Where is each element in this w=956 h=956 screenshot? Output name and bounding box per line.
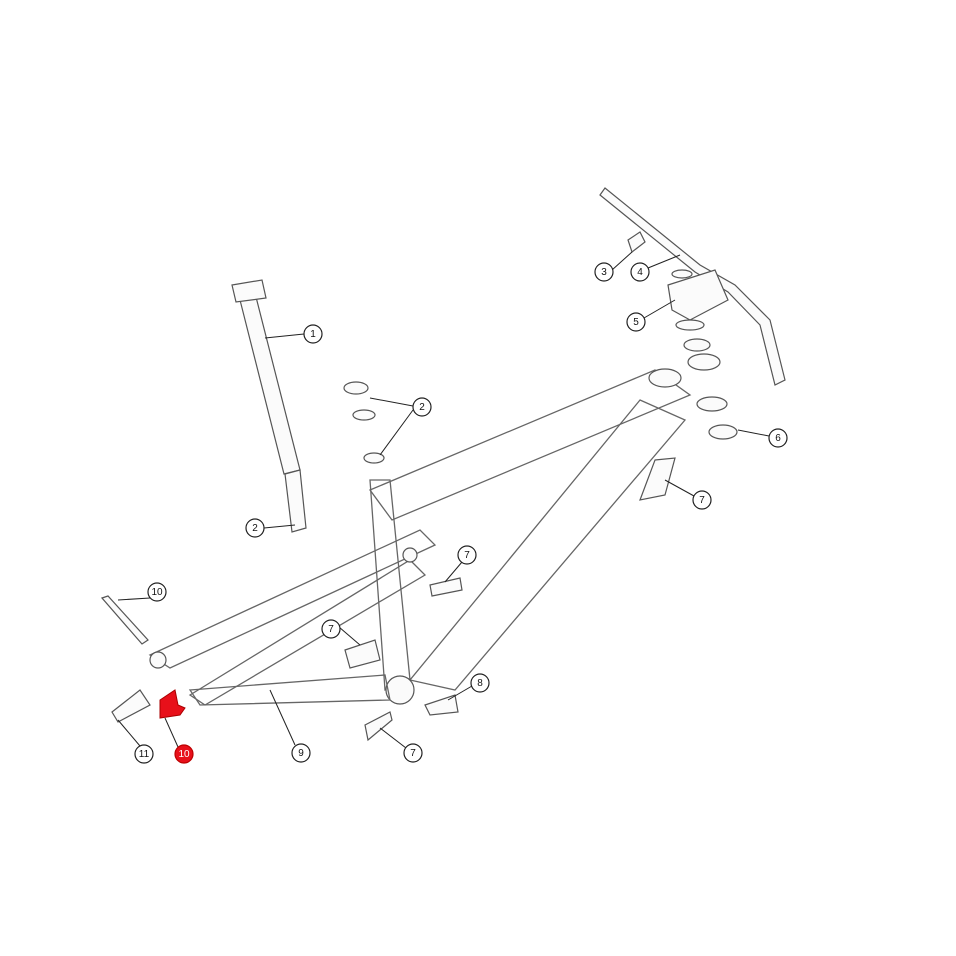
headset-spacer <box>683 338 711 352</box>
dropout-pivot <box>149 651 167 669</box>
seat-stay-2 <box>188 559 427 706</box>
callout-label: 8 <box>477 678 483 689</box>
callout-10[interactable]: 10 <box>174 744 194 764</box>
callout-label: 3 <box>601 267 607 278</box>
callout-circle <box>768 428 788 448</box>
stem-bolt <box>627 231 646 253</box>
callout-2[interactable]: 2 <box>412 397 432 417</box>
saddle-clamp <box>231 279 267 303</box>
cable-guide <box>429 577 463 597</box>
headset-cup <box>708 424 738 440</box>
callout-4[interactable]: 4 <box>630 262 650 282</box>
callout-9[interactable]: 9 <box>291 743 311 763</box>
headset-spacer <box>675 319 705 331</box>
cable-guide <box>639 457 676 501</box>
seatpost-lower <box>284 469 307 533</box>
callout-label: 2 <box>252 523 258 534</box>
callout-2[interactable]: 2 <box>245 518 265 538</box>
callout-label: 10 <box>151 587 163 598</box>
callout-circle <box>303 324 323 344</box>
callout-7[interactable]: 7 <box>692 490 712 510</box>
callout-6[interactable]: 6 <box>768 428 788 448</box>
callout-circle <box>134 744 154 764</box>
callout-label: 5 <box>633 317 639 328</box>
cable-guide <box>344 639 381 669</box>
dropout-part[interactable] <box>111 689 151 723</box>
callout-label: 10 <box>178 749 190 760</box>
shock-pivot <box>402 547 418 563</box>
callout-circle <box>692 490 712 510</box>
callout-label: 7 <box>464 550 470 561</box>
seat-ring <box>343 381 369 395</box>
headset-bearing <box>696 396 728 412</box>
callout-10[interactable]: 10 <box>147 582 167 602</box>
callout-5[interactable]: 5 <box>626 312 646 332</box>
callout-label: 7 <box>328 624 334 635</box>
callout-circle <box>245 518 265 538</box>
callout-circle <box>321 619 341 639</box>
stem-cap <box>671 269 693 279</box>
callout-label: 7 <box>410 748 416 759</box>
head-tube-top <box>648 368 682 388</box>
callout-circle <box>457 545 477 565</box>
callout-label: 7 <box>699 495 705 506</box>
callout-label: 1 <box>310 329 316 340</box>
callout-8[interactable]: 8 <box>470 673 490 693</box>
chain-guide-mount <box>424 694 459 716</box>
callout-label: 2 <box>419 402 425 413</box>
seat-ring <box>352 409 376 421</box>
chain-stay <box>188 674 391 706</box>
callout-circle <box>470 673 490 693</box>
callout-label: 9 <box>298 748 304 759</box>
seat-ring <box>363 452 385 464</box>
callout-1[interactable]: 1 <box>303 324 323 344</box>
callout-circle <box>630 262 650 282</box>
callout-circle <box>626 312 646 332</box>
down-tube <box>408 399 687 691</box>
callout-label: 6 <box>775 433 781 444</box>
callout-7[interactable]: 7 <box>403 743 423 763</box>
callout-3[interactable]: 3 <box>594 262 614 282</box>
headset-bearing <box>687 353 721 371</box>
callout-circle <box>412 397 432 417</box>
callout-label: 11 <box>139 749 150 760</box>
callout-circle <box>594 262 614 282</box>
callout-11[interactable]: 11 <box>134 744 154 764</box>
bottom-bracket <box>385 675 415 705</box>
cable-guide <box>364 711 393 742</box>
rear-axle[interactable] <box>100 595 149 645</box>
seat-stay <box>148 529 437 669</box>
callout-circle <box>403 743 423 763</box>
top-tube <box>368 369 692 521</box>
stem[interactable] <box>667 269 729 321</box>
callout-circle <box>174 744 194 764</box>
callout-label: 4 <box>637 267 643 278</box>
callout-circle <box>291 743 311 763</box>
callout-7[interactable]: 7 <box>457 545 477 565</box>
derailleur-hanger[interactable] <box>159 689 186 719</box>
seatpost[interactable] <box>239 296 301 475</box>
leader-lines <box>117 251 770 749</box>
callout-7[interactable]: 7 <box>321 619 341 639</box>
callout-circle <box>147 582 167 602</box>
